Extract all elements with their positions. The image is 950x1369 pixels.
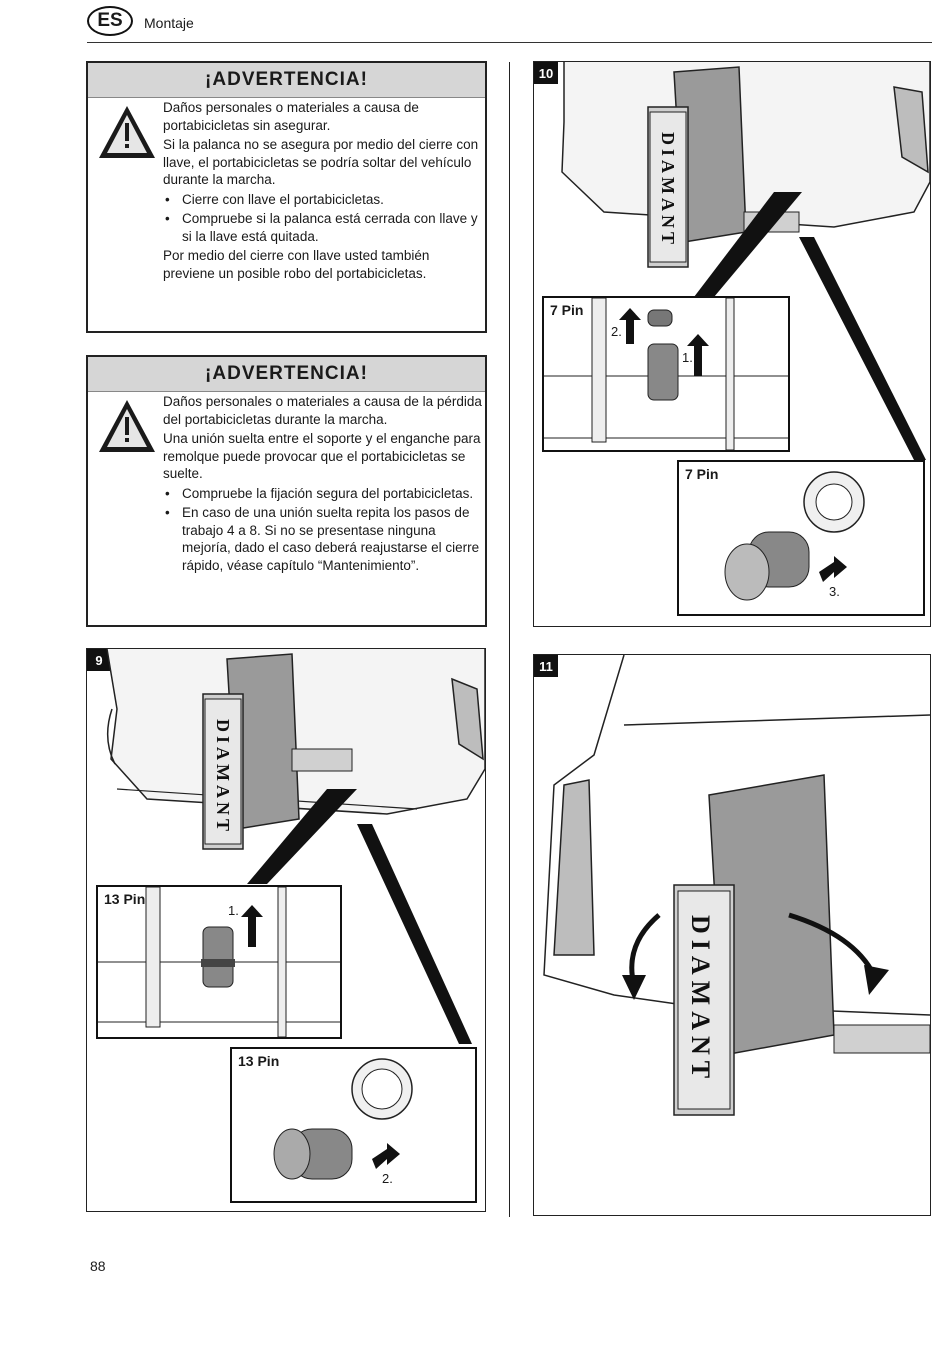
figure-10: 10 DIAMANT 7 Pin 2. 1. 7 Pin 3. [533,61,931,627]
inset-13pin-plug: 13 Pin 1. [96,885,342,1039]
bike-carrier-illustration: DIAMANT [543,655,930,1116]
warning-paragraph: Una unión suelta entre el soporte y el e… [163,431,481,481]
bike-carrier-illustration: DIAMANT [106,649,485,1044]
warning-paragraph: Daños personales o materiales a causa de… [163,100,419,133]
warning-triangle-icon [96,397,158,455]
warning-paragraph: Daños personales o materiales a causa de… [163,394,482,427]
warning-text: Daños personales o materiales a causa de… [163,99,483,284]
brand-text: DIAMANT [658,132,678,248]
figure-9: 9 DIAMANT 13 Pin 1. [86,648,486,1212]
step-label: 2. [382,1171,393,1186]
brand-text: DIAMANT [213,719,233,835]
warning-bullet: Compruebe si la palanca está cerrada con… [163,210,483,245]
bike-carrier: DIAMANT [647,66,800,268]
pin-label: 7 Pin [685,466,719,482]
figure-11: 11 DIAMANT [533,654,931,1216]
step-label: 1. [682,350,693,365]
language-badge: ES [87,6,133,36]
rotate-arrow-icon [629,913,661,986]
arrow-icon [372,1143,400,1169]
warning-bullet: Cierre con llave el portabicicletas. [163,191,483,209]
header-divider [87,42,932,43]
leader-line [694,192,802,297]
warning-title: ¡ADVERTENCIA! [88,63,485,98]
leader-line [799,237,926,460]
pin-label: 7 Pin [550,302,584,318]
warning-box-unsecured: ¡ADVERTENCIA! Daños personales o materia… [86,61,487,333]
warning-box-loose-connection: ¡ADVERTENCIA! Daños personales o materia… [86,355,487,627]
inset-13pin-socket: 13 Pin 2. [230,1047,477,1203]
arrow-icon [819,556,847,582]
step-label: 2. [611,324,622,339]
warning-text: Daños personales o materiales a causa de… [163,393,483,576]
page-number: 88 [90,1258,106,1274]
arrow-up-icon [619,308,641,344]
bike-carrier: DIAMANT [673,774,930,1116]
warning-title: ¡ADVERTENCIA! [88,357,485,392]
step-label: 3. [829,584,840,599]
brand-text: DIAMANT [686,915,715,1084]
bike-carrier: DIAMANT [202,653,353,850]
arrow-up-icon [687,334,709,376]
leader-line [247,789,357,884]
leader-line [357,824,472,1044]
figure-number: 10 [534,62,558,84]
step-label: 1. [228,903,239,918]
warning-bullet: Compruebe la fijación segura del portabi… [163,485,483,503]
warning-paragraph: Si la palanca no se asegura por medio de… [163,137,479,187]
arrow-up-icon [241,905,263,947]
figure-number: 11 [534,655,558,677]
warning-bullet: En caso de una unión suelta repita los p… [163,504,483,574]
figure-number: 9 [87,649,111,671]
inset-7pin-socket: 7 Pin 3. [677,460,925,616]
warning-closing: Por medio del cierre con llave usted tam… [163,248,430,281]
pin-label: 13 Pin [104,891,146,907]
inset-7pin-plug: 7 Pin 2. 1. [542,296,790,452]
pin-label: 13 Pin [238,1053,280,1069]
column-divider [509,62,510,1217]
bike-carrier-illustration: DIAMANT [561,62,930,460]
section-title: Montaje [144,15,194,31]
warning-triangle-icon [96,103,158,161]
